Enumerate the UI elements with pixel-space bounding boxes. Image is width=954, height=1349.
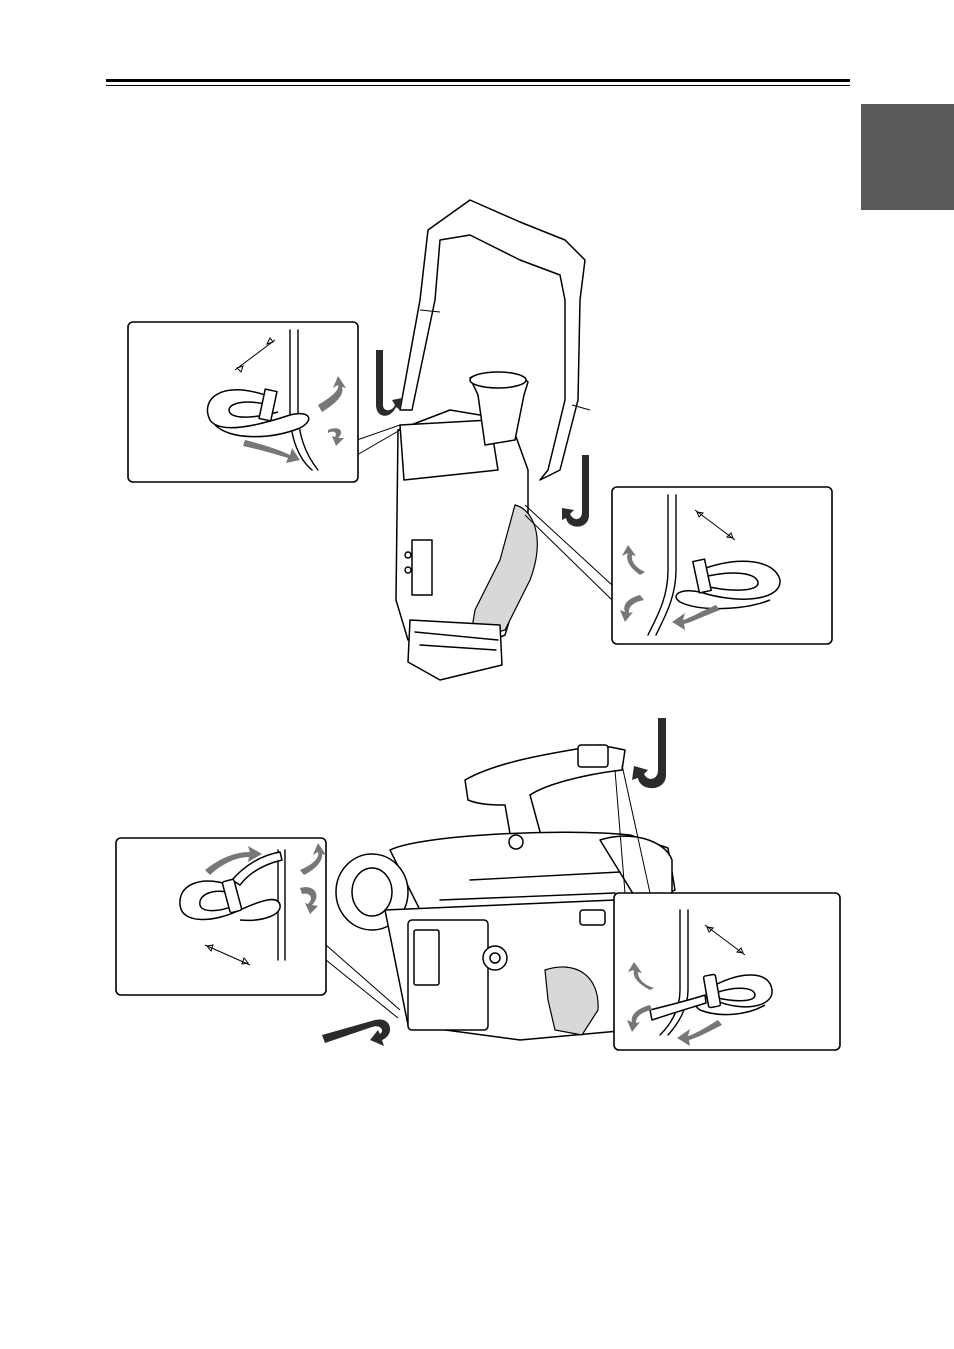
leader-line: [525, 515, 612, 600]
callout-strap-loop-bottom-right: [614, 893, 840, 1050]
leader-line: [357, 430, 400, 455]
curved-arrow-icon: [376, 350, 402, 416]
camcorder-vertical: [396, 372, 537, 680]
leader-line: [357, 425, 400, 440]
callout-strap-loop-top-left: [128, 322, 358, 482]
curved-arrow-icon: [322, 1019, 390, 1046]
leader-line: [326, 960, 398, 1018]
leader-line: [326, 945, 400, 1010]
callout-strap-loop-top-right: [612, 487, 832, 644]
curved-arrow-icon: [562, 455, 589, 527]
callout-strap-loop-bottom-left: [116, 838, 326, 995]
curved-arrow-icon: [632, 718, 666, 788]
